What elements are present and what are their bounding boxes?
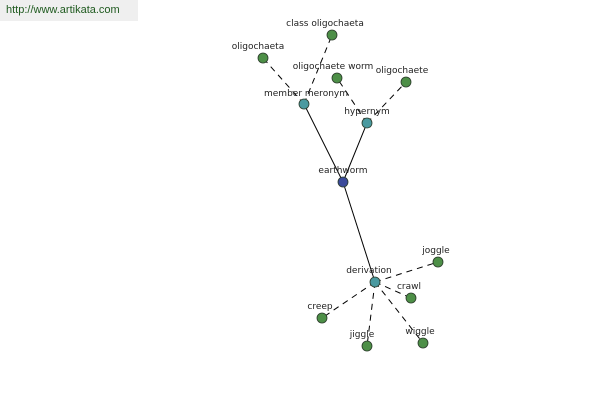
edge-member-meronym-class-oligochaeta <box>303 34 333 105</box>
node-label-member-meronym: member meronym <box>264 89 348 99</box>
node-label-oligochaete-worm: oligochaete worm <box>293 62 374 72</box>
edge-earthworm-member-meronym <box>303 103 344 183</box>
node-crawl[interactable]: crawl <box>397 282 421 304</box>
node-label-oligochaeta: oligochaeta <box>232 42 284 52</box>
node-class-oligochaeta[interactable]: class oligochaeta <box>286 19 364 41</box>
leaf-node-marker[interactable] <box>326 29 338 41</box>
edge-hypernym-oligochaete-worm <box>336 77 368 124</box>
graph-nodes: class oligochaeta oligochaeta oligochaete … <box>232 19 450 352</box>
node-label-derivation: derivation <box>346 266 392 276</box>
watermark-url[interactable]: http://www.artikata.com <box>0 0 138 21</box>
node-label-crawl: crawl <box>397 282 421 292</box>
edge-earthworm-derivation <box>342 181 376 283</box>
leaf-node-marker[interactable] <box>405 292 417 304</box>
leaf-node-marker[interactable] <box>316 312 328 324</box>
graph-edges <box>262 34 439 347</box>
node-label-jiggle: jiggle <box>349 330 375 340</box>
leaf-node-marker[interactable] <box>417 337 429 349</box>
leaf-node-marker[interactable] <box>400 76 412 88</box>
edge-earthworm-hypernym <box>342 122 368 183</box>
node-member-meronym[interactable]: member meronym <box>264 89 348 110</box>
leaf-node-marker[interactable] <box>361 340 373 352</box>
edge-derivation-joggle <box>374 261 439 283</box>
node-oligochaete-worm[interactable]: oligochaete worm <box>293 62 374 84</box>
node-label-hypernym: hypernym <box>344 107 390 117</box>
relation-node-marker[interactable] <box>369 276 381 288</box>
node-jiggle[interactable]: jiggle <box>349 330 375 352</box>
node-label-creep: creep <box>307 302 333 312</box>
center-node-marker[interactable] <box>337 176 349 188</box>
edge-derivation-creep <box>321 281 376 319</box>
node-wiggle[interactable]: wiggle <box>405 327 435 349</box>
leaf-node-marker[interactable] <box>331 72 343 84</box>
node-label-wiggle: wiggle <box>405 327 435 337</box>
node-oligochaeta[interactable]: oligochaeta <box>232 42 284 64</box>
node-hypernym[interactable]: hypernym <box>344 107 390 129</box>
relation-node-marker[interactable] <box>298 98 310 110</box>
node-joggle[interactable]: joggle <box>421 246 450 268</box>
edge-hypernym-oligochaete <box>366 81 407 124</box>
node-label-joggle: joggle <box>421 246 450 256</box>
node-label-earthworm: earthworm <box>318 166 367 176</box>
node-label-class-oligochaeta: class oligochaeta <box>286 19 364 29</box>
node-creep[interactable]: creep <box>307 302 333 324</box>
leaf-node-marker[interactable] <box>257 52 269 64</box>
node-oligochaete[interactable]: oligochaete <box>376 66 429 88</box>
node-derivation[interactable]: derivation <box>346 266 392 288</box>
leaf-node-marker[interactable] <box>432 256 444 268</box>
relation-node-marker[interactable] <box>361 117 373 129</box>
edge-derivation-wiggle <box>374 281 424 344</box>
node-earthworm[interactable]: earthworm <box>318 166 368 188</box>
node-label-oligochaete: oligochaete <box>376 66 429 76</box>
